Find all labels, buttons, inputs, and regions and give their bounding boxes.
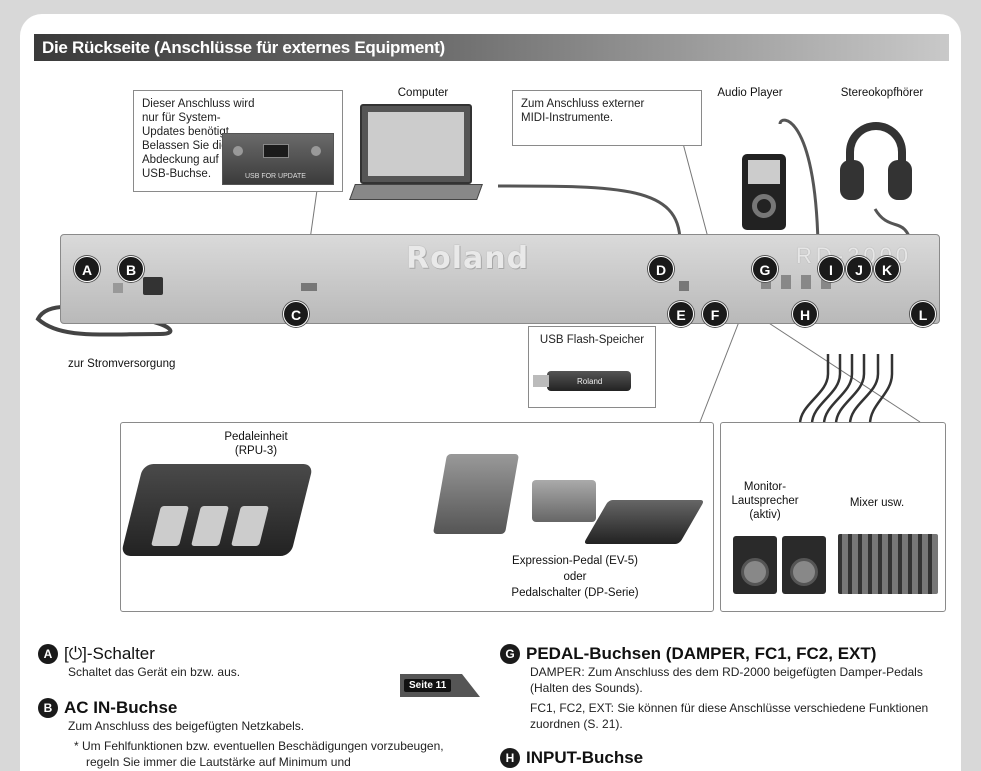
section-a: A [⏻]-Schalter Schaltet das Gerät ein bz… xyxy=(38,644,478,680)
usb-flash-label: USB Flash-Speicher xyxy=(539,334,645,346)
damper-pedal-illustration xyxy=(532,480,596,522)
roland-logo: Roland xyxy=(406,241,530,276)
pedal-jacks xyxy=(761,275,841,289)
badge-f: F xyxy=(702,301,728,327)
section-b-title: AC IN-Buchse xyxy=(64,698,178,717)
mixer-label: Mixer usw. xyxy=(849,497,905,509)
section-a-title: [⏻]-Schalter xyxy=(64,644,155,663)
badge-d: D xyxy=(648,256,674,282)
section-b-text: Zum Anschluss des beigefügten Netzkabels… xyxy=(68,719,305,733)
page-title: Die Rückseite (Anschlüsse für externes E… xyxy=(42,38,445,57)
power-switch xyxy=(113,283,123,293)
section-h-badge: H xyxy=(500,748,520,768)
badge-e: E xyxy=(668,301,694,327)
mixer-illustration xyxy=(838,534,938,594)
usb-update-callout: Dieser Anschluss wird nur für System-Upd… xyxy=(133,90,343,192)
section-title-bar: Die Rückseite (Anschlüsse für externes E… xyxy=(34,34,949,61)
badge-a: A xyxy=(74,256,100,282)
section-g-text1: DAMPER: Zum Anschluss des dem RD-2000 be… xyxy=(530,665,923,695)
section-h: H INPUT-Buchse xyxy=(500,748,950,768)
usb-update-port xyxy=(301,283,317,291)
audio-player-label: Audio Player xyxy=(717,87,783,99)
section-b-note: * Um Fehlfunktionen bzw. eventuellen Bes… xyxy=(74,739,444,769)
section-g: G PEDAL-Buchsen (DAMPER, FC1, FC2, EXT) … xyxy=(500,644,950,732)
monitor-label: Monitor-Lautsprecher (aktiv) xyxy=(731,481,799,521)
usb-flash-brand: Roland xyxy=(577,377,603,386)
badge-c: C xyxy=(283,301,309,327)
midi-text: Zum Anschluss externer MIDI-Instrumente. xyxy=(521,98,645,124)
expression-pedal-illustration xyxy=(432,454,520,534)
laptop-base xyxy=(349,184,483,200)
badge-i: I xyxy=(818,256,844,282)
ac-in-socket xyxy=(143,277,163,295)
midi-callout: Zum Anschluss externer MIDI-Instrumente. xyxy=(512,90,702,146)
headphones-label: Stereokopfhörer xyxy=(840,87,924,99)
usb-update-caption: USB FOR UPDATE xyxy=(245,173,306,180)
speaker-left-illustration xyxy=(733,536,777,594)
section-g-title: PEDAL-Buchsen (DAMPER, FC1, FC2, EXT) xyxy=(526,644,877,663)
section-a-text: Schaltet das Gerät ein bzw. aus. xyxy=(68,665,241,679)
badge-j: J xyxy=(846,256,872,282)
speaker-right-illustration xyxy=(782,536,826,594)
headphones-illustration xyxy=(840,122,912,208)
usb-update-photo: USB FOR UPDATE xyxy=(222,133,334,185)
oder-label: oder xyxy=(563,571,587,583)
computer-label: Computer xyxy=(397,87,449,99)
usb-flash-callout: USB Flash-Speicher Roland xyxy=(528,326,656,408)
screw xyxy=(233,146,243,156)
section-a-badge: A xyxy=(38,644,58,664)
usb-port xyxy=(263,144,289,158)
page-reference-label: Seite 11 xyxy=(404,679,452,692)
expression-label: Expression-Pedal (EV-5) xyxy=(512,555,638,567)
badge-h: H xyxy=(792,301,818,327)
manual-page: Die Rückseite (Anschlüsse für externes E… xyxy=(20,14,961,771)
pedalschalter-label: Pedalschalter (DP-Serie) xyxy=(511,587,639,599)
section-g-badge: G xyxy=(500,644,520,664)
usb-computer-port xyxy=(679,281,689,291)
screw xyxy=(311,146,321,156)
section-b: B AC IN-Buchse Zum Anschluss des beigefü… xyxy=(38,698,478,770)
badge-l: L xyxy=(910,301,936,327)
page-reference: Seite 11 xyxy=(400,671,482,701)
badge-k: K xyxy=(874,256,900,282)
section-h-title: INPUT-Buchse xyxy=(526,748,644,767)
section-b-badge: B xyxy=(38,698,58,718)
pedal-unit-label: Pedaleinheit (RPU-3) xyxy=(224,431,288,457)
laptop-illustration xyxy=(349,104,483,200)
badge-b: B xyxy=(118,256,144,282)
laptop-screen xyxy=(360,104,472,184)
audio-player-illustration xyxy=(742,154,786,230)
pedal-unit-illustration xyxy=(120,464,314,556)
power-label: zur Stromversorgung xyxy=(68,358,176,370)
badge-g: G xyxy=(752,256,778,282)
usb-flash-drive-icon: Roland xyxy=(533,371,631,391)
section-g-text2: FC1, FC2, EXT: Sie können für diese Ansc… xyxy=(530,701,929,731)
